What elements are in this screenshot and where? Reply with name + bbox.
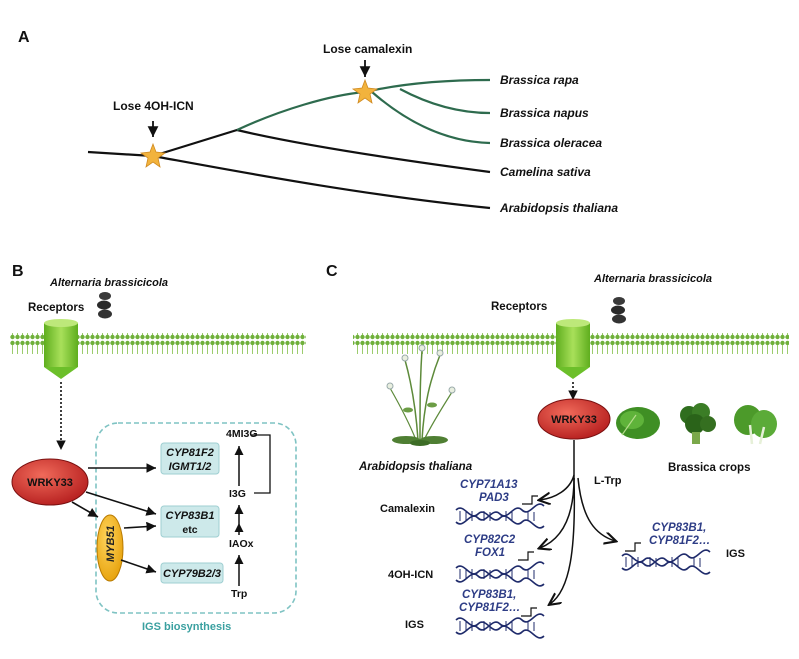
wrky33-c-label: WRKY33: [551, 414, 597, 426]
pathway-gene: CYP71A13: [460, 479, 518, 491]
arrow-icon: [85, 491, 157, 516]
event-lose-4oh: Lose 4OH-ICN: [113, 99, 194, 113]
precursor-label: L-Trp: [594, 475, 622, 487]
dna-helix-icon: [621, 549, 711, 575]
brassica-crops-icon: [616, 403, 777, 445]
receptor-b-icon: [44, 319, 78, 379]
species-label: Brassica napus: [500, 106, 589, 120]
gene-label: IGMT1/2: [169, 461, 212, 473]
branch-brassica-stem: [236, 90, 366, 131]
pathway-gene: CYP81F2…: [459, 602, 520, 614]
metabolite-label: IAOx: [229, 538, 254, 550]
panel-b-letter: B: [12, 263, 24, 280]
myb51-label: MYB51: [105, 525, 117, 562]
pathway-gene: PAD3: [479, 492, 509, 504]
promoter-arrow-icon: [625, 542, 641, 552]
species-label: Brassica rapa: [500, 73, 579, 87]
branch-arrow-icon: [577, 477, 615, 541]
panel-a-letter: A: [18, 29, 30, 46]
promoter-arrow-icon: [518, 551, 534, 561]
event-lose-camalexin: Lose camalexin: [323, 42, 412, 56]
wrky33-b-label: WRKY33: [27, 477, 73, 489]
gene-label: CYP81F2: [166, 447, 214, 459]
pathway-gene: FOX1: [475, 547, 505, 559]
igs-box: [95, 422, 297, 614]
wrky33-b: [11, 458, 89, 506]
branch-camelina: [152, 128, 491, 174]
brassica-crops-label: Brassica crops: [668, 462, 750, 474]
gene-box-3: [160, 562, 224, 584]
pathway-gene: CYP83B1,: [652, 522, 706, 534]
pathogen-label-b: Alternaria brassicicola: [49, 277, 168, 289]
branch-napus: [399, 88, 491, 115]
arrow-icon: [71, 501, 99, 518]
arabidopsis-plant-icon: [386, 344, 456, 446]
gene-label: etc: [182, 524, 197, 536]
species-label: Arabidopsis thaliana: [499, 201, 618, 215]
receptors-label-c: Receptors: [491, 301, 547, 313]
pathogen-label-c: Alternaria brassicicola: [593, 273, 712, 285]
gene-label: CYP83B1: [166, 510, 215, 522]
star-lose-4oh-icon: [139, 142, 167, 168]
membrane-b: [10, 333, 306, 354]
bracket-icon: [251, 434, 271, 494]
promoter-arrow-icon: [521, 607, 537, 617]
dna-helix-icon: [455, 561, 545, 587]
branch-arrow-icon: [540, 474, 575, 500]
pathway-product: 4OH-ICN: [388, 569, 433, 581]
pathway-gene: CYP83B1,: [462, 589, 516, 601]
spores-c-icon: [611, 297, 626, 324]
panel-c-letter: C: [326, 263, 338, 280]
species-label: Camelina sativa: [500, 165, 591, 179]
species-label: Brassica oleracea: [500, 136, 602, 150]
phylogenetic-tree: [87, 60, 491, 210]
igs-box-label: IGS biosynthesis: [142, 621, 231, 633]
dna-helix-icon: [455, 613, 545, 639]
gene-box-2: [160, 505, 220, 538]
wrky33-c: [537, 398, 611, 440]
branch-arabidopsis: [87, 150, 491, 210]
metabolite-label: 4MI3G: [226, 428, 258, 440]
metabolite-label: Trp: [231, 588, 247, 600]
pathway-product: IGS: [726, 548, 745, 560]
branch-arrow-icon: [550, 477, 576, 604]
gene-label: CYP79B2/3: [163, 568, 221, 580]
receptor-c-icon: [556, 319, 590, 379]
arrow-icon: [120, 559, 157, 574]
receptors-label-b: Receptors: [28, 302, 84, 314]
star-lose-camalexin-icon: [351, 78, 379, 104]
promoter-arrow-icon: [522, 495, 538, 505]
pathway-gene: CYP82C2: [464, 534, 516, 546]
branch-arrow-icon: [540, 477, 575, 548]
gene-box-1: [160, 442, 220, 475]
pathway-gene: CYP81F2…: [649, 535, 710, 547]
pathway-product: Camalexin: [380, 503, 435, 515]
arrow-icon: [123, 521, 157, 532]
branch-rapa: [364, 78, 491, 94]
pathway-product: IGS: [405, 619, 424, 631]
branch-oleracea: [371, 91, 491, 145]
arabidopsis-label: Arabidopsis thaliana: [358, 461, 473, 473]
dna-helix-icon: [455, 503, 545, 529]
spores-icon: [97, 292, 112, 319]
metabolite-label: I3G: [229, 488, 246, 500]
myb51: [96, 514, 124, 582]
